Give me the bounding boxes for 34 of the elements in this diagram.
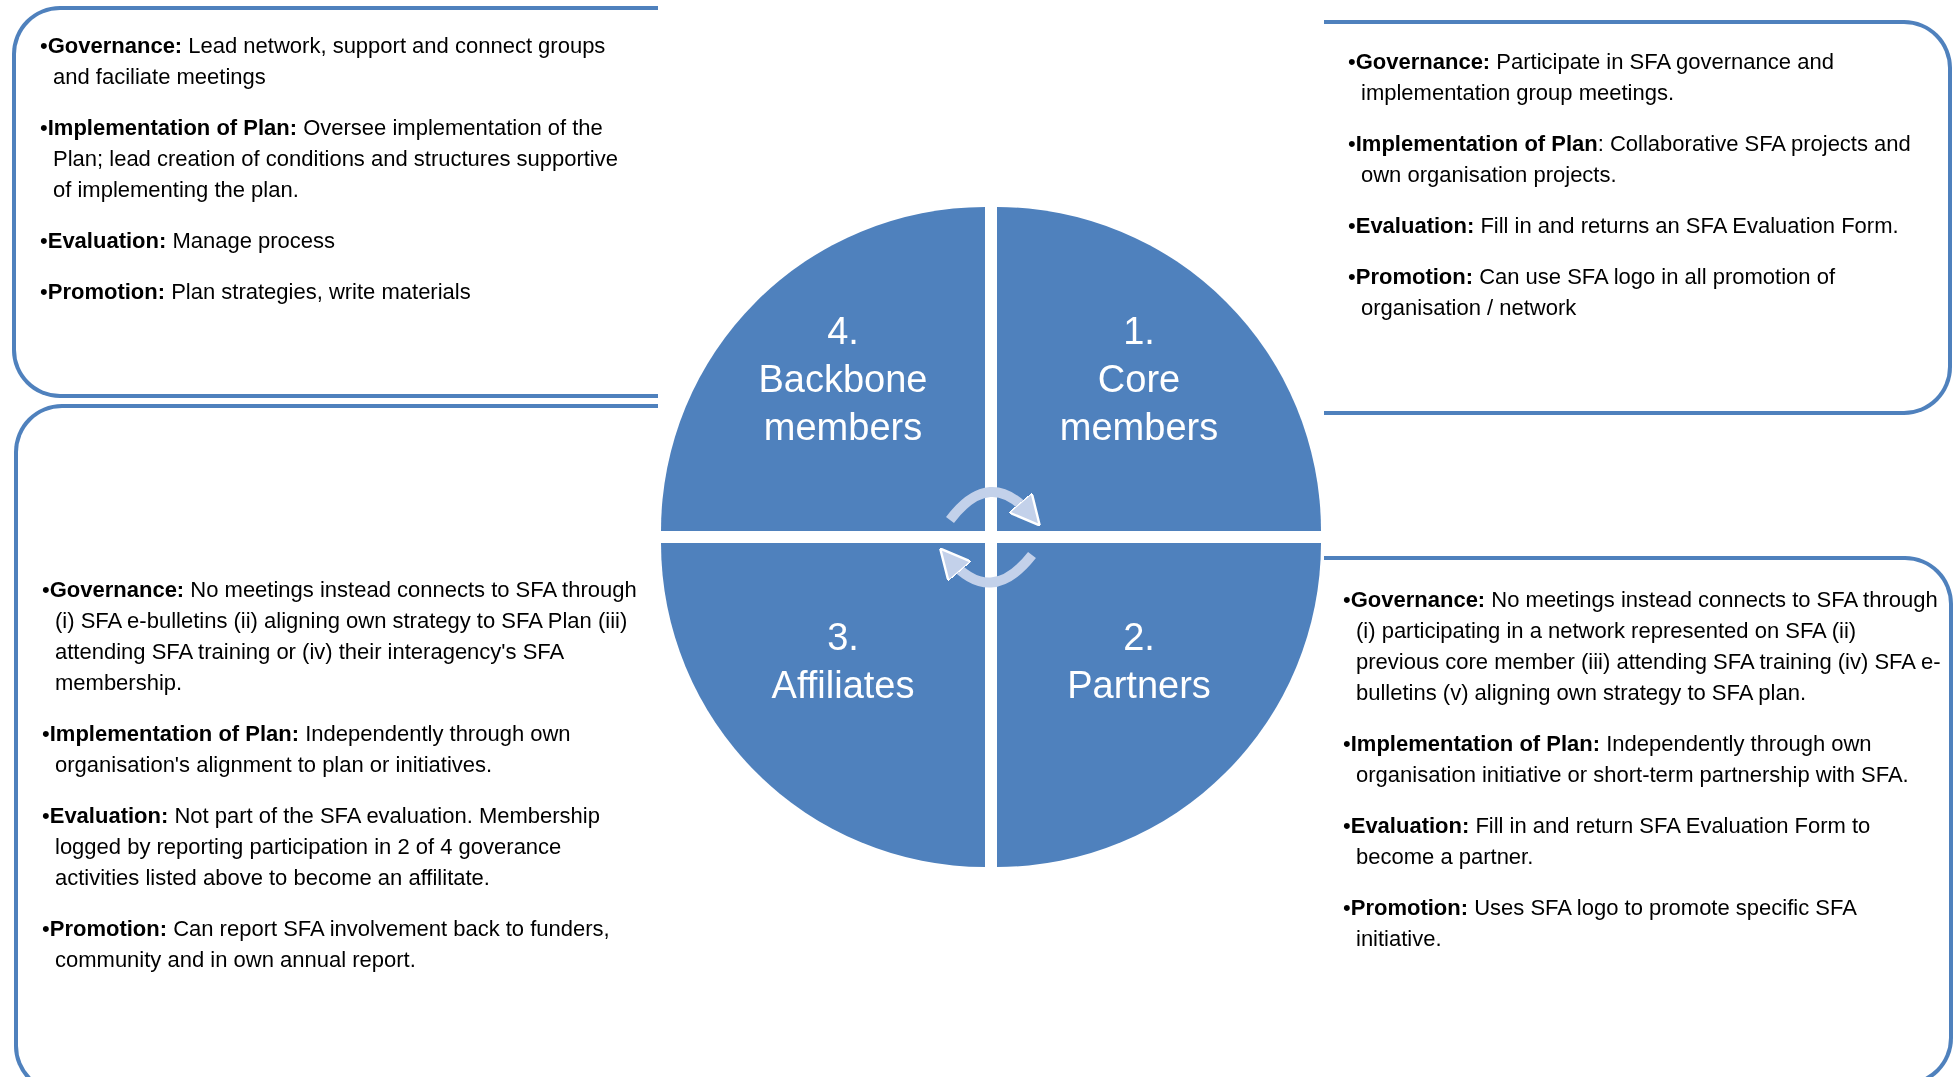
bullet-text: •Implementation of Plan: Collaborative SFA projects and own organisation projects. [1348, 130, 1912, 189]
bullet-text: •Promotion: Can report SFA involvement back to funders, community and in own annual report. [42, 915, 611, 974]
quadrant-number: 4. [827, 309, 859, 354]
quadrant-label: Core members [1058, 357, 1220, 450]
quadrant-segment [997, 207, 1321, 531]
bullet-text: •Implementation of Plan: Independently through own organisation initiative or short-term partnership with SFA. [1343, 730, 1910, 789]
quadrant-number: 3. [827, 615, 859, 660]
bullet-text: •Governance: No meetings instead connects to SFA through (i) SFA e-bulletins (ii) aligning own strategy to SFA Plan (iii) attending SFA training or (iv) their interagency's SFA membership. [42, 576, 638, 697]
cycle-arrow [946, 487, 1042, 527]
quadrant-label: Backbone members [757, 357, 929, 450]
bullet-text: •Implementation of Plan: Oversee implementation of the Plan; lead creation of conditions and structures supportive of implementing the plan. [40, 114, 619, 204]
info-panel [1324, 20, 1952, 415]
quadrant-label: Partners [1067, 663, 1211, 708]
bullet-text: •Implementation of Plan: Independently through own organisation's alignment to plan or initiatives. [42, 720, 572, 779]
quadrant-segment [661, 543, 985, 867]
bullet-text: •Governance: No meetings instead connects to SFA through (i) participating in a network represented on SFA (ii) previous core member (iii) attending SFA training (iv) SFA e-bulletins (v) aligning own strategy to SFA plan. [1343, 586, 1942, 707]
quadrant-number: 2. [1123, 615, 1155, 660]
info-panel [12, 6, 658, 398]
bullet-text: •Promotion: Plan strategies, write materials [40, 278, 472, 306]
bullet-text: •Evaluation: Manage process [40, 227, 337, 255]
cycle-arrow [938, 547, 1036, 588]
info-panel [1324, 556, 1953, 1077]
bullet-text: •Evaluation: Fill in and return SFA Evaluation Form to become a partner. [1343, 812, 1872, 871]
bullet-text: •Evaluation: Fill in and returns an SFA Evaluation Form. [1348, 212, 1900, 240]
quadrant-label: Affiliates [771, 663, 915, 708]
quadrant-segment [661, 207, 985, 531]
bullet-text: •Governance: Participate in SFA governance and implementation group meetings. [1348, 48, 1835, 107]
quadrant-segment [997, 543, 1321, 867]
bullet-text: •Promotion: Uses SFA logo to promote specific SFA initiative. [1343, 894, 1858, 953]
bullet-text: •Promotion: Can use SFA logo in all promotion of organisation / network [1348, 263, 1837, 322]
bullet-text: •Governance: Lead network, support and connect groups and faciliate meetings [40, 32, 607, 91]
quadrant-number: 1. [1123, 309, 1155, 354]
info-panel [14, 404, 658, 1077]
bullet-text: •Evaluation: Not part of the SFA evaluation. Membership logged by reporting participation in 2 of 4 goverance activities listed above to become an affilitate. [42, 802, 601, 892]
